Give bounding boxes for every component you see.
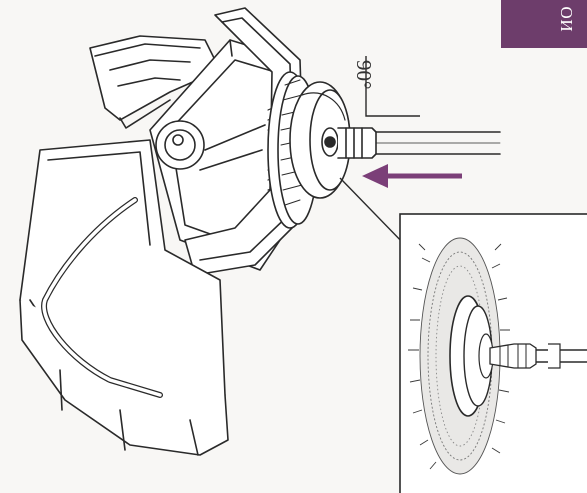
section-tab: ИО <box>501 0 587 48</box>
machine-illustration <box>19 7 501 456</box>
angle-mark <box>365 56 420 117</box>
angle-label: 90° <box>352 60 376 90</box>
insert-direction-arrow <box>362 164 462 188</box>
section-tab-label: ИО <box>557 6 576 32</box>
wire-brush-detail <box>399 213 587 493</box>
